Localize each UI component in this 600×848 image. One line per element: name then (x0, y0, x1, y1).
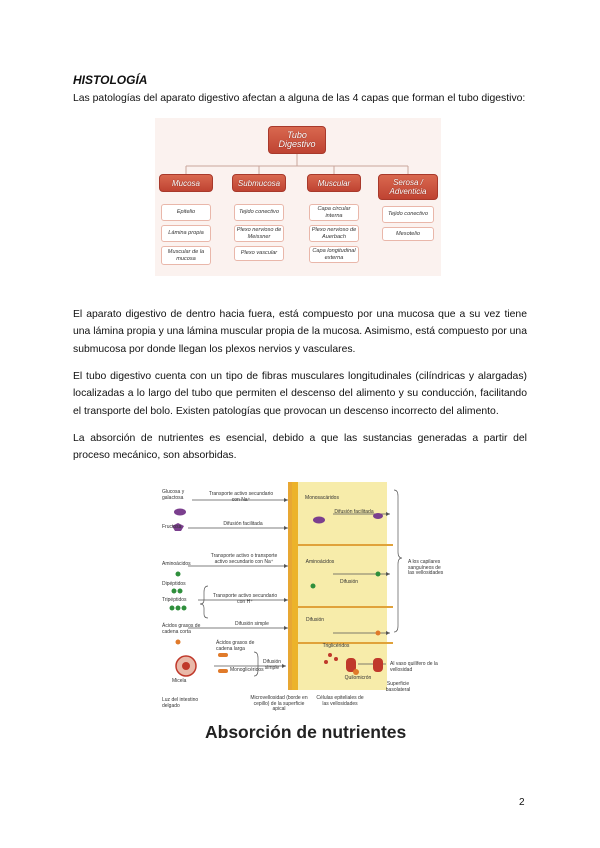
label-monosacaridos: Monosacáridos (305, 495, 339, 501)
label-fructosa: Fructosa (162, 524, 182, 530)
section-heading: HISTOLOGÍA (73, 73, 148, 87)
tree-cell: Epitelio (161, 204, 211, 221)
nutrient-absorption-figure: Glucosa y galactosa Transporte activo se… (158, 476, 444, 726)
label-dipeptidos: Dipéptidos (162, 581, 186, 587)
tree-cell: Plexo vascular (234, 246, 284, 261)
label-monogliceridos: Monoglicéridos (230, 667, 264, 673)
label-difusion-simple-1: Difusión simple (235, 621, 269, 627)
label-glucosa: Glucosa y galactosa (162, 489, 185, 501)
page-number: 2 (519, 797, 525, 808)
tree-cell: Muscular de la mucosa (161, 246, 211, 265)
label-aminoacidos-r: Aminoácidos (305, 559, 335, 565)
label-acidos-larga: Ácidos grasos de cadena larga (216, 640, 255, 652)
tree-header-mucosa: Mucosa (159, 174, 213, 192)
paragraph-layers: El aparato digestivo de dentro hacia fue… (73, 309, 527, 355)
label-superficie: Superficie basolateral (385, 681, 411, 693)
tree-cell: Tejido conectivo (234, 204, 284, 221)
label-difusion-2: Difusión (305, 617, 325, 623)
label-capilares: A los capilares sanguíneos de las vellos… (408, 559, 444, 577)
tree-cell: Capa circular interna (309, 204, 359, 221)
label-tripeptidos: Tripéptidos (162, 597, 187, 603)
tree-cell: Lámina propia (161, 225, 211, 242)
figure-graphics (169, 482, 403, 690)
tree-cell: Tejido conectivo (382, 206, 434, 223)
tree-header-muscular: Muscular (307, 174, 361, 192)
villus-cells (292, 482, 393, 690)
tree-header-serosa: Serosa / Adventicia (378, 174, 438, 200)
figure-title: Absorción de nutrientes (205, 722, 407, 742)
label-acidos-corta: Ácidos grasos de cadena corta (162, 623, 201, 635)
intro-paragraph: Las patologías del aparato digestivo afe… (73, 93, 526, 104)
paragraph-muscle-fibers: El tubo digestivo cuenta con un tipo de … (73, 371, 527, 417)
label-vaso-quilifero: Al vaso quilífero de la vellosidad (390, 661, 438, 673)
label-transporte-h: Transporte activo secundario con H⁺ (212, 593, 278, 605)
tree-cell: Capa longitudinal externa (309, 246, 359, 263)
label-luz: Luz del intestino delgado (162, 697, 199, 709)
tree-root: Tubo Digestivo (268, 126, 326, 154)
digestive-layers-diagram: Tubo Digestivo Mucosa Epitelio Lámina pr… (155, 118, 441, 276)
paragraph-absorption: La absorción de nutrientes es esencial, … (73, 433, 527, 462)
label-difusion-facilitada-l: Difusión facilitada (223, 521, 263, 527)
diagram-connectors (185, 154, 409, 174)
label-aminoacidos-l: Aminoácidos (162, 561, 191, 567)
label-quilomicron: Quilomicrón (344, 675, 372, 681)
label-celulas: Células epiteliales de las vellosidades (316, 695, 364, 707)
label-difusion-1: Difusión (339, 579, 359, 585)
tree-header-submucosa: Submucosa (232, 174, 286, 192)
tree-cell: Plexo nervioso de Auerbach (309, 225, 359, 242)
label-difusion-facilitada-r: Difusión facilitada (334, 509, 374, 515)
label-transporte-na: Transporte activo secundario con Na⁺ (208, 491, 274, 503)
tree-cell: Plexo nervioso de Meissner (234, 225, 284, 242)
label-micela: Micela (172, 678, 187, 684)
label-trigliceridos: Triglicéridos (322, 643, 350, 649)
label-microvellosidad: Microvellosidad (borde en cepillo) de la… (250, 695, 308, 713)
label-difusion-simple-2: Difusión simple (262, 659, 282, 671)
tree-cell: Mesotelio (382, 227, 434, 241)
label-transporte-na-2: Transporte activo o transporte activo se… (210, 553, 278, 565)
